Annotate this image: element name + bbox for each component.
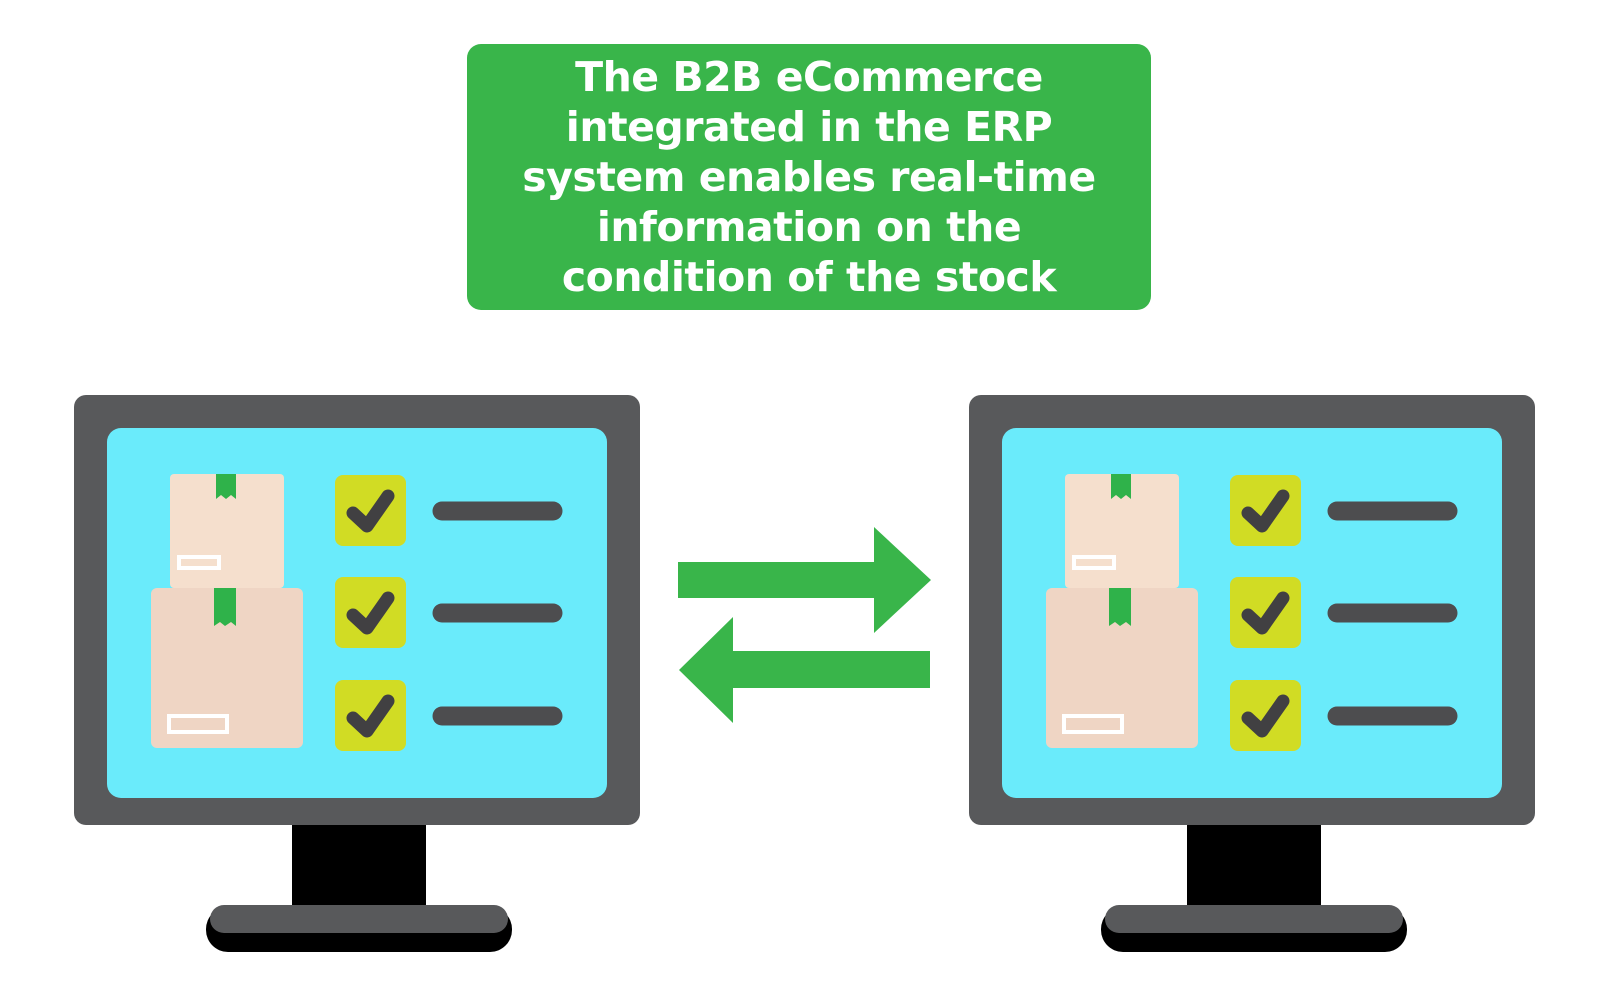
checklist-row xyxy=(335,475,563,546)
checklist-row xyxy=(1230,680,1458,751)
checklist-row xyxy=(1230,577,1458,648)
checklist xyxy=(335,475,563,751)
monitor-neck xyxy=(1187,825,1321,913)
monitor-base xyxy=(1105,905,1403,933)
sync-arrows xyxy=(678,527,931,723)
arrow-left-icon xyxy=(679,617,930,723)
arrow-right-icon xyxy=(678,527,931,633)
checklist-row xyxy=(335,680,563,751)
monitor-right xyxy=(969,395,1535,952)
checklist-row xyxy=(335,577,563,648)
checklist xyxy=(1230,475,1458,751)
headline-box: The B2B eCommerce integrated in the ERP … xyxy=(467,44,1151,310)
monitor-neck xyxy=(292,825,426,913)
monitor-left xyxy=(74,395,640,952)
monitor-base xyxy=(210,905,508,933)
checklist-row xyxy=(1230,475,1458,546)
package-boxes-icon xyxy=(151,474,303,748)
package-boxes-icon xyxy=(1046,474,1198,748)
headline-text: The B2B eCommerce integrated in the ERP … xyxy=(522,53,1096,301)
